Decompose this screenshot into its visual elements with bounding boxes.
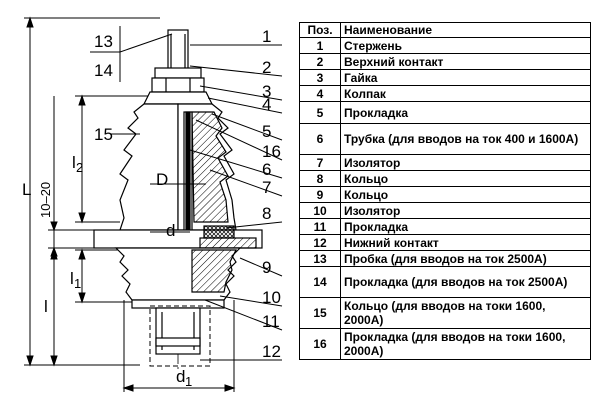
dimension-l2 — [75, 94, 150, 224]
cell-pos: 1 — [299, 37, 341, 54]
bushing-body — [93, 29, 263, 372]
inner-diameter-marks — [150, 183, 206, 233]
table-header-row: Поз. Наименование — [299, 22, 591, 38]
dimension-gap — [48, 96, 100, 257]
callout-15: 15 — [94, 125, 113, 144]
cell-name: Прокладка — [340, 101, 591, 124]
cell-name: Прокладка — [340, 218, 591, 235]
dim-D-label: D — [156, 170, 168, 189]
cell-pos: 4 — [299, 85, 341, 102]
cell-pos: 2 — [299, 53, 341, 70]
cell-name: Прокладка (для вводов на токи 1600, 2000… — [340, 328, 591, 360]
cell-name: Трубка (для вводов на ток 400 и 1600А) — [340, 123, 591, 155]
dim-l2-label: l — [72, 153, 76, 172]
cell-name: Прокладка (для вводов на ток 2500А) — [340, 266, 591, 298]
dimension-L — [24, 16, 160, 367]
dimension-l — [50, 248, 58, 367]
callout-2: 2 — [262, 58, 271, 77]
cell-name: Кольцо — [340, 186, 591, 203]
cell-pos: 10 — [299, 202, 341, 219]
fitting-outline — [149, 305, 211, 367]
cell-name: Нижний контакт — [340, 234, 591, 251]
dim-l1-label: l — [70, 269, 74, 288]
cell-pos: 14 — [299, 266, 341, 298]
dim-l2-sub: 2 — [76, 160, 83, 175]
cell-pos: 15 — [299, 297, 341, 329]
cell-pos: 11 — [299, 218, 341, 235]
callout-13: 13 — [94, 32, 113, 51]
callout-7: 7 — [262, 178, 271, 197]
dimension-d1 — [122, 300, 236, 392]
callout-14: 14 — [94, 61, 113, 80]
leader-lines — [110, 44, 283, 361]
cell-name: Верхний контакт — [340, 53, 591, 70]
callout-10: 10 — [262, 288, 281, 307]
dim-L-label: L — [22, 180, 31, 199]
dim-d1-label: d — [176, 367, 185, 386]
callout-4: 4 — [262, 95, 271, 114]
callout-1: 1 — [262, 27, 271, 46]
callout-8: 8 — [262, 204, 271, 223]
dim-gap-label: 10–20 — [38, 182, 53, 218]
cell-name: Изолятор — [340, 154, 591, 171]
cell-pos: 3 — [299, 69, 341, 86]
cell-pos: 7 — [299, 154, 341, 171]
cell-pos: 9 — [299, 186, 341, 203]
column-header-name: Наименование — [340, 22, 591, 38]
dim-d1-sub: 1 — [185, 374, 192, 389]
dim-l1-sub: 1 — [74, 276, 81, 291]
bushing-drawing: L 10–20 l 2 l 1 l d 1 — [22, 16, 283, 392]
callout-16: 16 — [262, 142, 281, 161]
cell-name: Гайка — [340, 69, 591, 86]
callout-6: 6 — [262, 160, 271, 179]
dim-l-label: l — [44, 297, 48, 316]
cell-name: Колпак — [340, 85, 591, 102]
cell-pos: 13 — [299, 250, 341, 267]
column-header-pos: Поз. — [299, 22, 341, 38]
dim-d-label: d — [166, 221, 175, 240]
cell-name: Кольцо — [340, 170, 591, 187]
cell-name: Стержень — [340, 37, 591, 54]
callout-box-13-14 — [90, 26, 173, 82]
cell-pos: 5 — [299, 101, 341, 124]
cell-pos: 12 — [299, 234, 341, 251]
cell-name: Кольцо (для вводов на токи 1600, 2000А) — [340, 297, 591, 329]
callout-12: 12 — [262, 342, 281, 361]
callout-11: 11 — [262, 312, 280, 331]
callout-3: 3 — [262, 82, 271, 101]
cell-name: Изолятор — [340, 202, 591, 219]
callout-9: 9 — [262, 258, 271, 277]
callout-5: 5 — [262, 122, 271, 141]
cell-pos: 16 — [299, 328, 341, 360]
cell-pos: 6 — [299, 123, 341, 155]
cell-pos: 8 — [299, 170, 341, 187]
cell-name: Пробка (для вводов на ток 2500А) — [340, 250, 591, 267]
